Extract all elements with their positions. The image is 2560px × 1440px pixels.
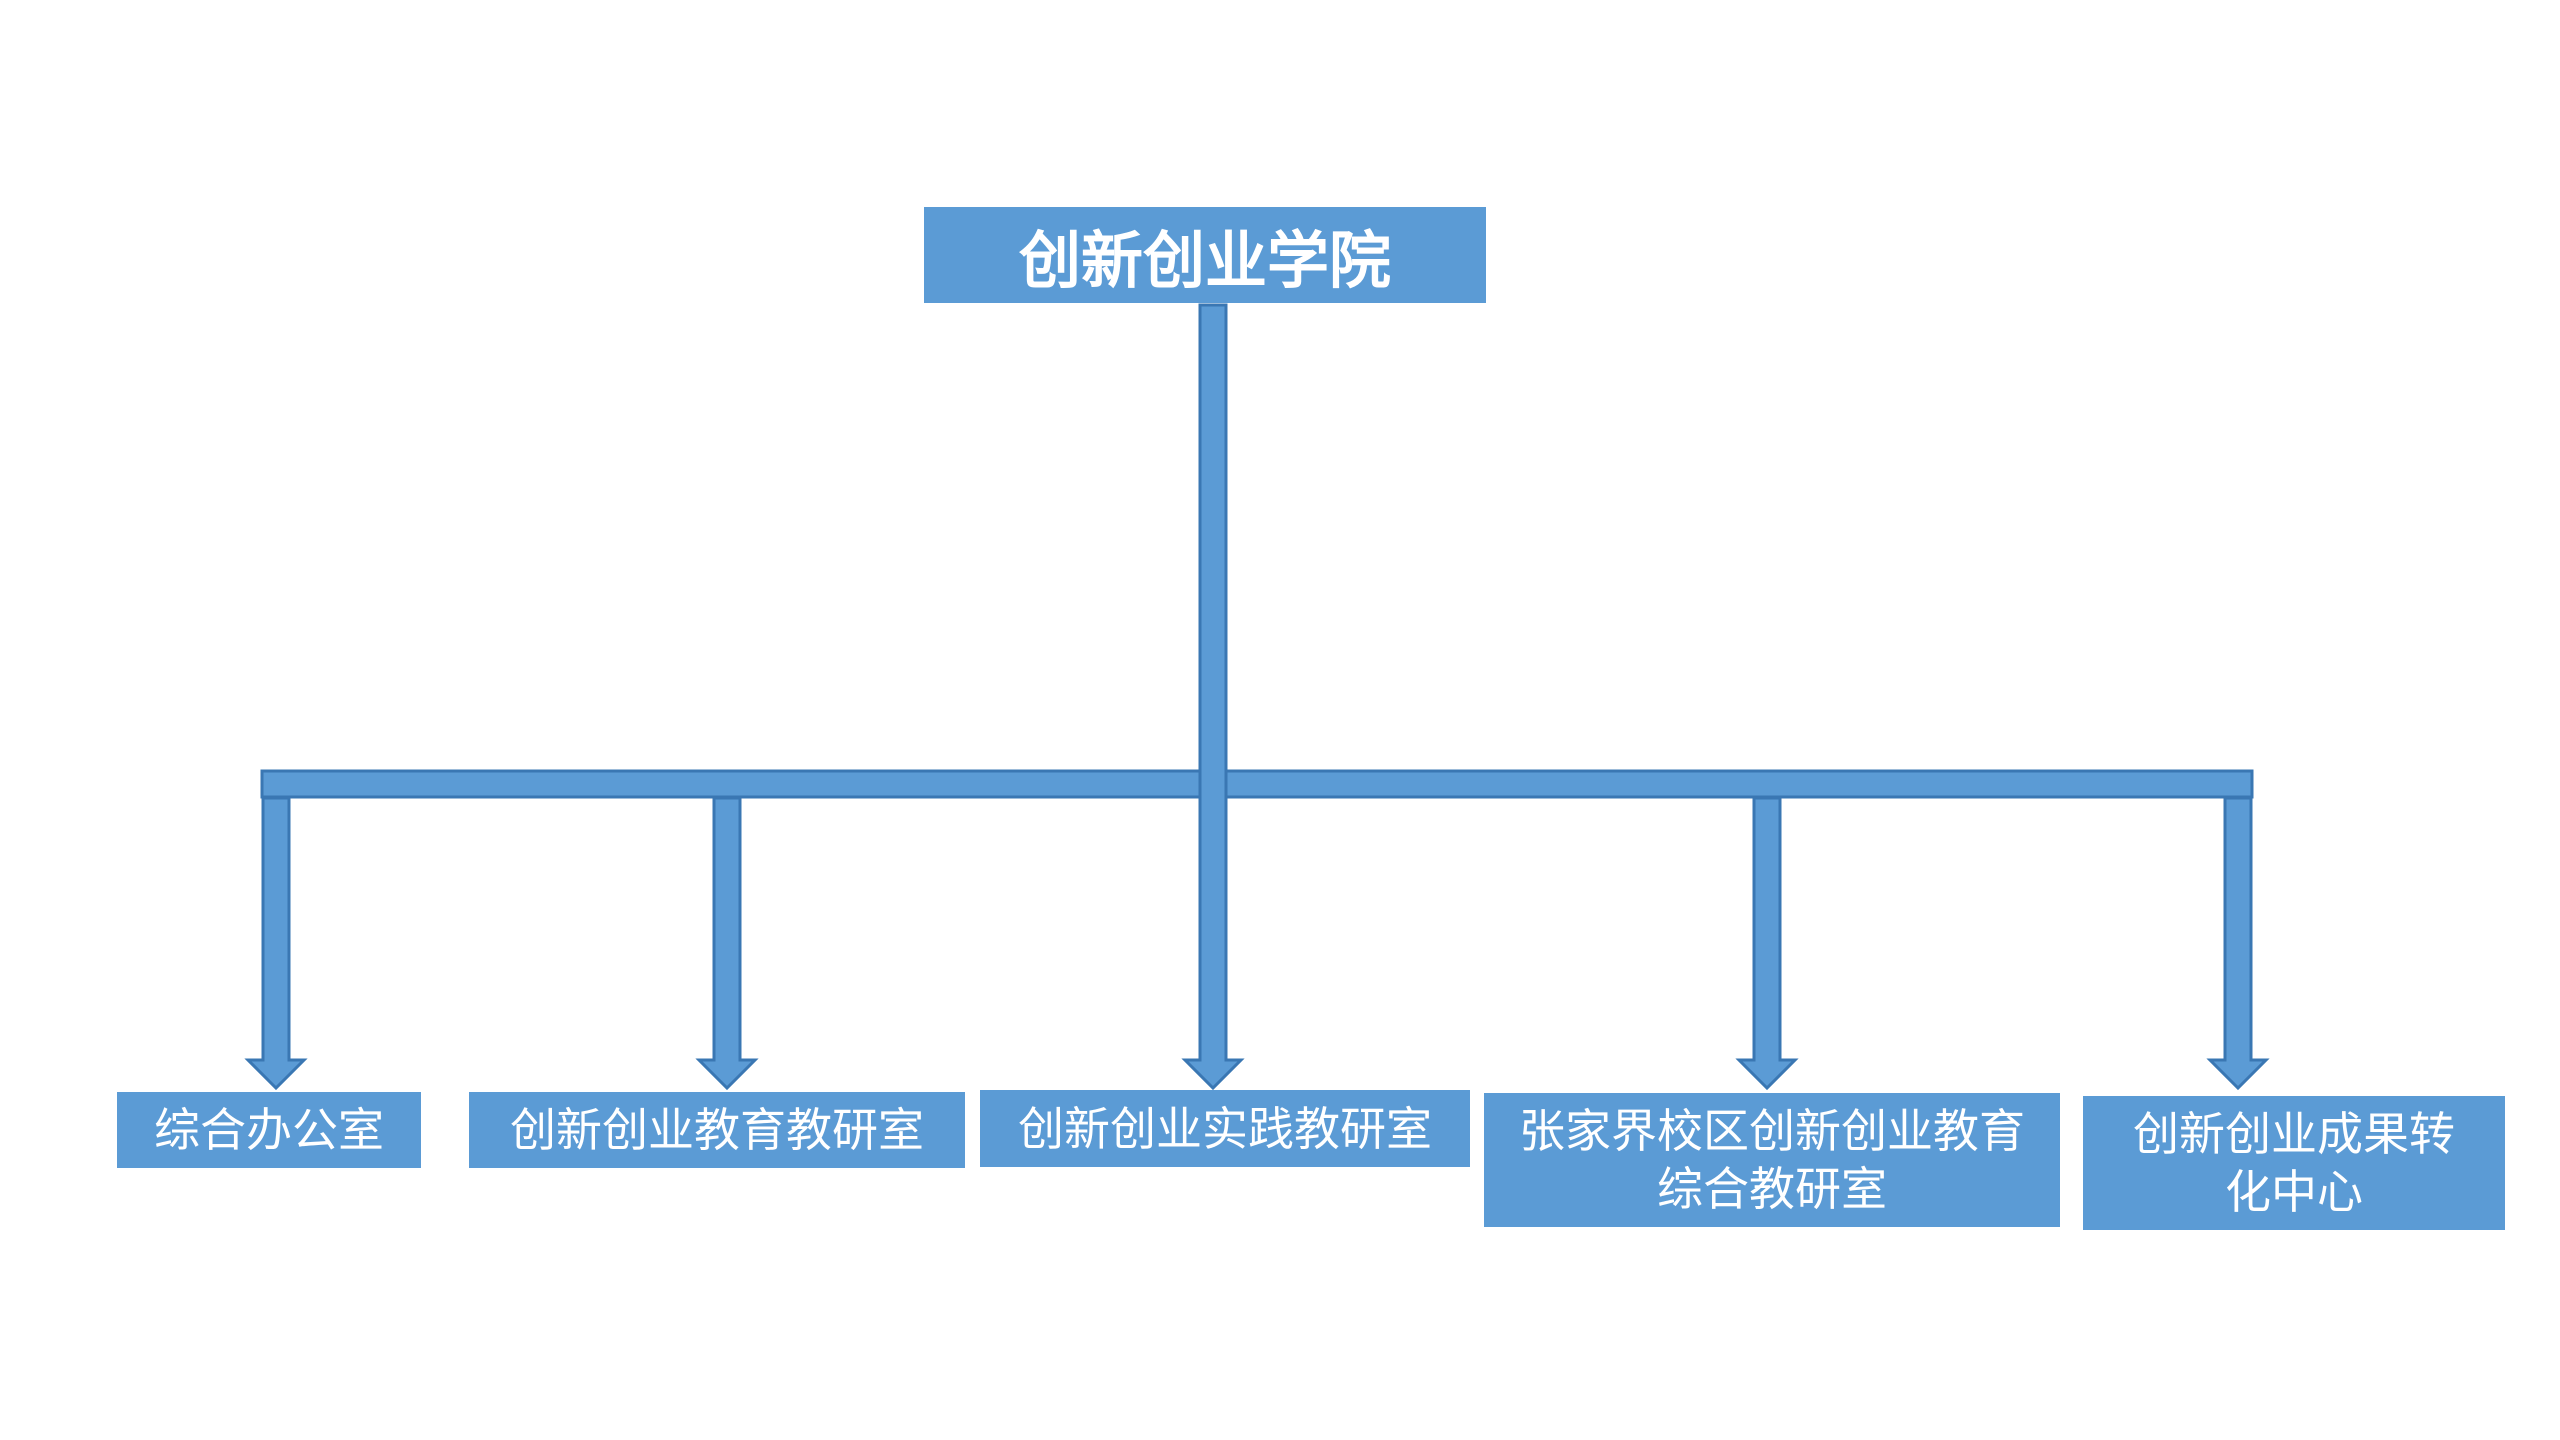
child-node-zhangjiajie-campus-research-office: 张家界校区创新创业教育 综合教研室 (1484, 1093, 2060, 1227)
arrow-down-icon (1735, 796, 1799, 1091)
arrow-down-icon (695, 796, 759, 1091)
root-node: 创新创业学院 (924, 207, 1486, 303)
root-stem-arrow-down-icon (1181, 303, 1245, 1091)
child-node-practice-research-office: 创新创业实践教研室 (980, 1090, 1470, 1167)
child-node-label-line-2: 综合教研室 (1657, 1162, 1887, 1216)
child-node-label: 创新创业实践教研室 (1018, 1101, 1432, 1156)
child-node-general-office: 综合办公室 (117, 1092, 421, 1168)
child-node-achievement-transfer-center: 创新创业成果转 化中心 (2083, 1096, 2505, 1230)
child-node-label-line-1: 创新创业成果转 (2133, 1107, 2455, 1161)
arrow-down-icon (2206, 796, 2270, 1091)
child-node-label: 创新创业教育教研室 (510, 1103, 924, 1157)
child-node-education-research-office: 创新创业教育教研室 (469, 1092, 965, 1168)
arrow-down-icon (244, 796, 308, 1091)
horizontal-bus-bar (260, 769, 2254, 799)
child-node-label-line-2: 化中心 (2225, 1165, 2363, 1219)
child-node-label: 综合办公室 (154, 1103, 384, 1157)
child-node-label-line-1: 张家界校区创新创业教育 (1519, 1104, 2025, 1158)
root-node-label: 创新创业学院 (1018, 224, 1391, 297)
